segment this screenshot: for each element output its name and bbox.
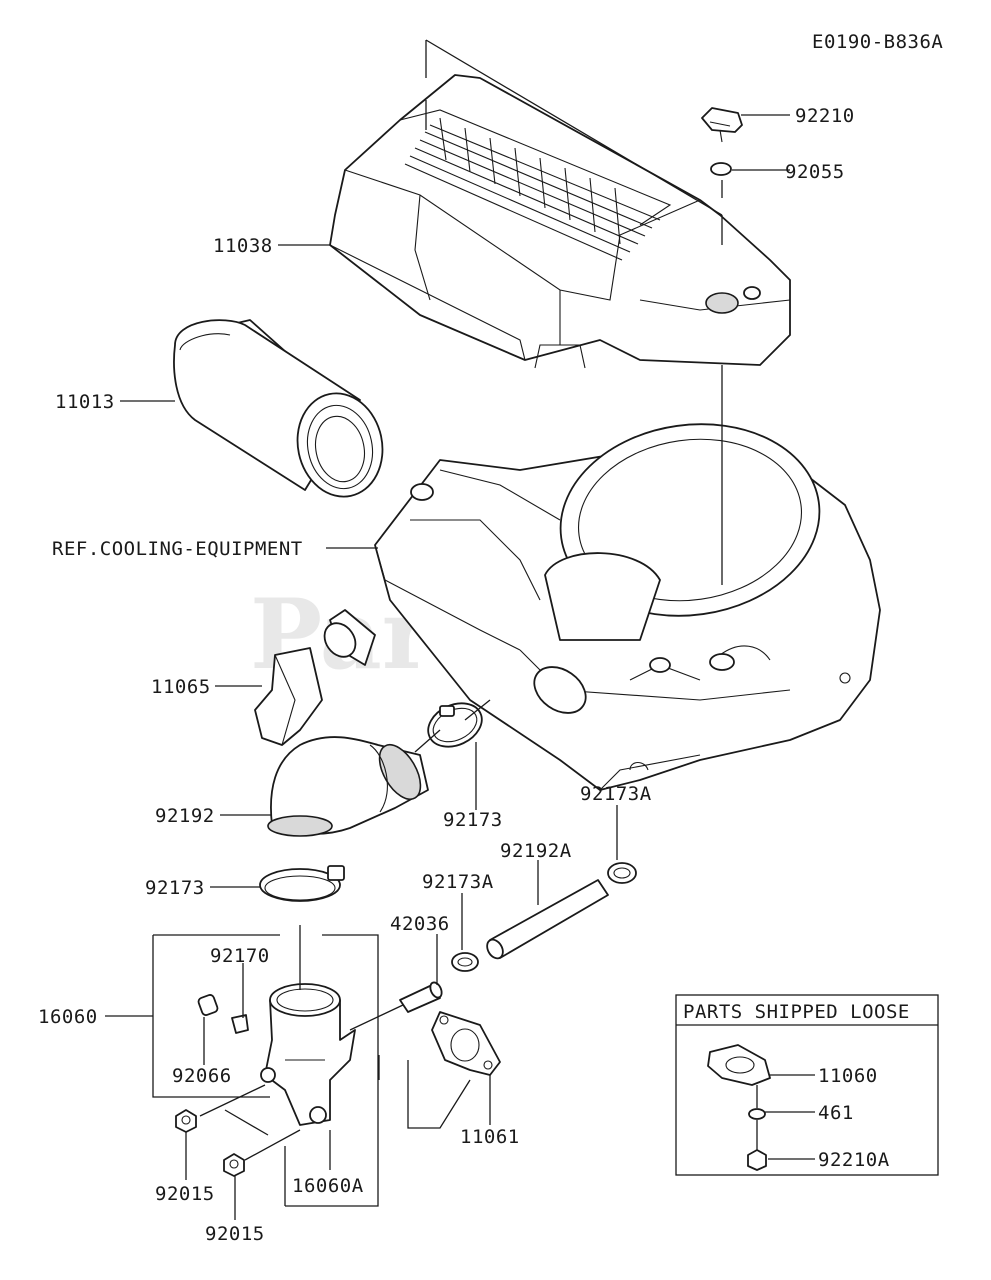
callout-92170: 92170 [210,945,270,967]
callout-92210: 92210 [795,105,855,127]
callout-92173A-mid: 92173A [422,871,494,893]
hose-clip-right[interactable] [607,862,637,884]
plug-cap[interactable] [197,994,219,1016]
loose-item-11060: 11060 [818,1065,878,1087]
callout-ref-cooling-equipment: REF.COOLING-EQUIPMENT [52,538,303,560]
hose-clip-mid[interactable] [451,952,479,972]
hose-clamp-lower[interactable] [259,865,345,902]
callout-92192: 92192 [155,805,215,827]
washer[interactable] [710,162,732,176]
callout-92173A-right: 92173A [580,783,652,805]
air-cleaner-base [323,423,881,791]
callout-92015-a: 92015 [155,1183,215,1205]
air-cleaner-cover[interactable] [329,74,791,369]
nut-b[interactable] [223,1153,245,1177]
callout-92173-upper: 92173 [443,809,503,831]
leader-lines [105,39,790,1220]
intake-gasket[interactable] [431,1011,501,1076]
nut-a[interactable] [175,1109,197,1133]
elbow-hose[interactable] [267,736,429,837]
parts-shipped-loose-box: PARTS SHIPPED LOOSE 11060 461 92210A [675,994,939,1176]
loose-nut[interactable] [747,1149,767,1171]
breather-hose[interactable] [484,879,609,961]
callout-92015-b: 92015 [205,1223,265,1245]
callout-11061: 11061 [460,1126,520,1148]
small-clip[interactable] [231,1014,249,1034]
intake-manifold[interactable] [260,983,356,1126]
breather-nipple[interactable] [399,981,444,1013]
air-guide[interactable] [254,647,323,746]
callout-92055: 92055 [785,161,845,183]
loose-gasket[interactable] [707,1044,771,1086]
callout-92173-lower: 92173 [145,877,205,899]
callout-16060A: 16060A [292,1175,364,1197]
callout-11038: 11038 [213,235,273,257]
loose-item-92210A: 92210A [818,1149,890,1171]
hose-clamp-upper[interactable] [421,695,489,755]
callout-92066: 92066 [172,1065,232,1087]
loose-box-title: PARTS SHIPPED LOOSE [683,1001,910,1023]
diagram-code: E0190-B836A [812,31,943,53]
callout-92192A: 92192A [500,840,572,862]
callout-42036: 42036 [390,913,450,935]
callout-11065: 11065 [151,676,211,698]
callout-11013: 11013 [55,391,115,413]
filter-element[interactable] [173,319,392,505]
loose-item-461: 461 [818,1102,854,1124]
callout-16060: 16060 [38,1006,98,1028]
loose-washer[interactable] [748,1108,766,1120]
cover-knob[interactable] [701,107,743,143]
